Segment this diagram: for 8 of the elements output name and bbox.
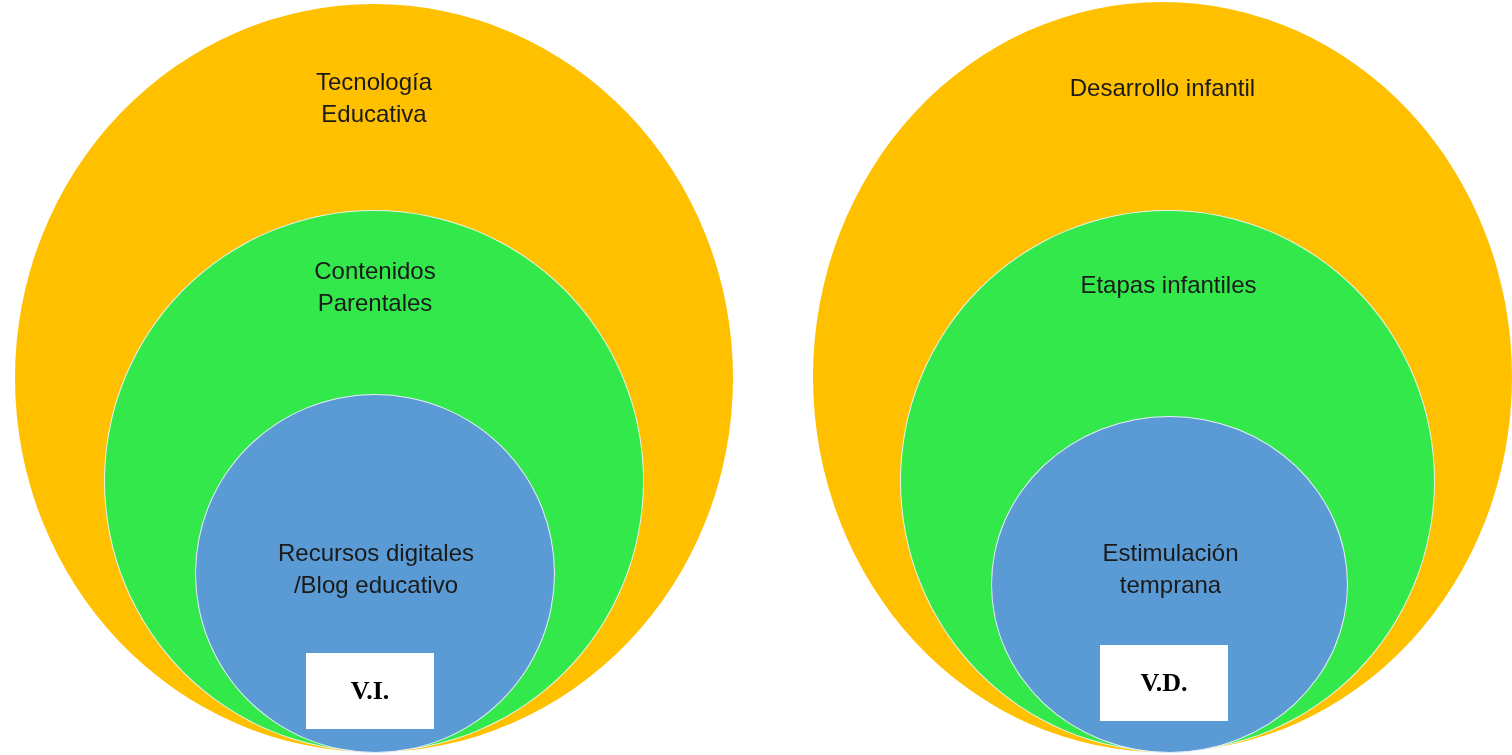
circle-label: Tecnología Educativa [314,67,434,129]
label-box: V.D. [1100,645,1228,721]
label-box: V.I. [306,653,434,729]
circle-label: Etapas infantiles [1079,270,1258,300]
circle-label: Desarrollo infantil [1068,73,1257,103]
circle-label: Recursos digitales /Blog educativo [276,538,476,600]
circle-label: Estimulación temprana [1101,538,1240,600]
circle-label: Contenidos Parentales [313,256,437,318]
